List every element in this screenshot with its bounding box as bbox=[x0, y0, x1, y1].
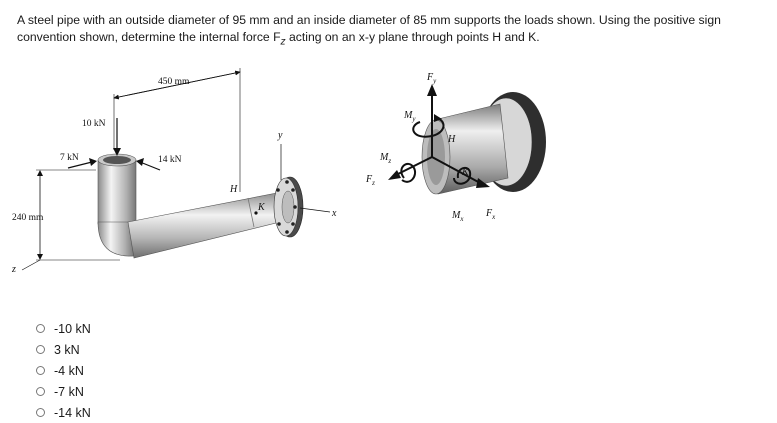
axis-x-label: x bbox=[331, 208, 337, 219]
dimension-height-label: 240 mm bbox=[12, 213, 44, 223]
inset-fz-label: Fz bbox=[365, 174, 375, 187]
radio-button[interactable] bbox=[36, 387, 45, 396]
option-label: -14 kN bbox=[54, 405, 91, 420]
inset-fx-label: Fx bbox=[485, 208, 496, 221]
point-h-label: H bbox=[229, 184, 238, 195]
dimension-lines bbox=[21, 68, 241, 271]
answer-option-2[interactable]: 3 kN bbox=[36, 339, 91, 360]
radio-button[interactable] bbox=[36, 366, 45, 375]
inset-my-label: My bbox=[403, 110, 416, 123]
axis-y-label: y bbox=[277, 130, 283, 141]
inset-k-label: K bbox=[461, 167, 470, 178]
inset-mx-label: Mx bbox=[451, 210, 464, 223]
answer-option-4[interactable]: -7 kN bbox=[36, 381, 91, 402]
pipe-drawing bbox=[97, 153, 304, 259]
axis-z-label: z bbox=[11, 264, 16, 275]
option-label: -4 kN bbox=[54, 363, 84, 378]
inset-fy-label: Fy bbox=[426, 72, 437, 85]
load-left-label: 7 kN bbox=[60, 153, 79, 163]
option-label: 3 kN bbox=[54, 342, 80, 357]
answer-option-5[interactable]: -14 kN bbox=[36, 402, 91, 423]
question-subscript: z bbox=[280, 36, 286, 48]
dimension-length-label: 450 mm bbox=[158, 77, 190, 87]
load-vertical-label: 10 kN bbox=[82, 119, 106, 129]
inset-drawing bbox=[388, 84, 546, 195]
radio-button[interactable] bbox=[36, 408, 45, 417]
axes bbox=[280, 144, 331, 213]
question-text: A steel pipe with an outside diameter of… bbox=[17, 12, 765, 50]
option-label: -7 kN bbox=[54, 384, 84, 399]
load-right-label: 14 kN bbox=[158, 155, 182, 165]
point-k-label: K bbox=[257, 202, 266, 213]
option-label: -10 kN bbox=[54, 321, 91, 336]
inset-h-label: H bbox=[447, 134, 456, 145]
pipe-figure: 450 mm 240 mm 10 kN 7 kN 14 kN y x z H K bbox=[11, 68, 546, 275]
radio-button[interactable] bbox=[36, 324, 45, 333]
answer-option-3[interactable]: -4 kN bbox=[36, 360, 91, 381]
question-text-part2: acting on an x-y plane through points H … bbox=[285, 30, 540, 44]
radio-button[interactable] bbox=[36, 345, 45, 354]
answer-options: -10 kN 3 kN -4 kN -7 kN -14 kN bbox=[36, 318, 91, 423]
question-text-part1: A steel pipe with an outside diameter of… bbox=[17, 13, 721, 44]
inset-mz-label: Mz bbox=[379, 152, 391, 165]
answer-option-1[interactable]: -10 kN bbox=[36, 318, 91, 339]
load-arrows bbox=[67, 118, 161, 171]
